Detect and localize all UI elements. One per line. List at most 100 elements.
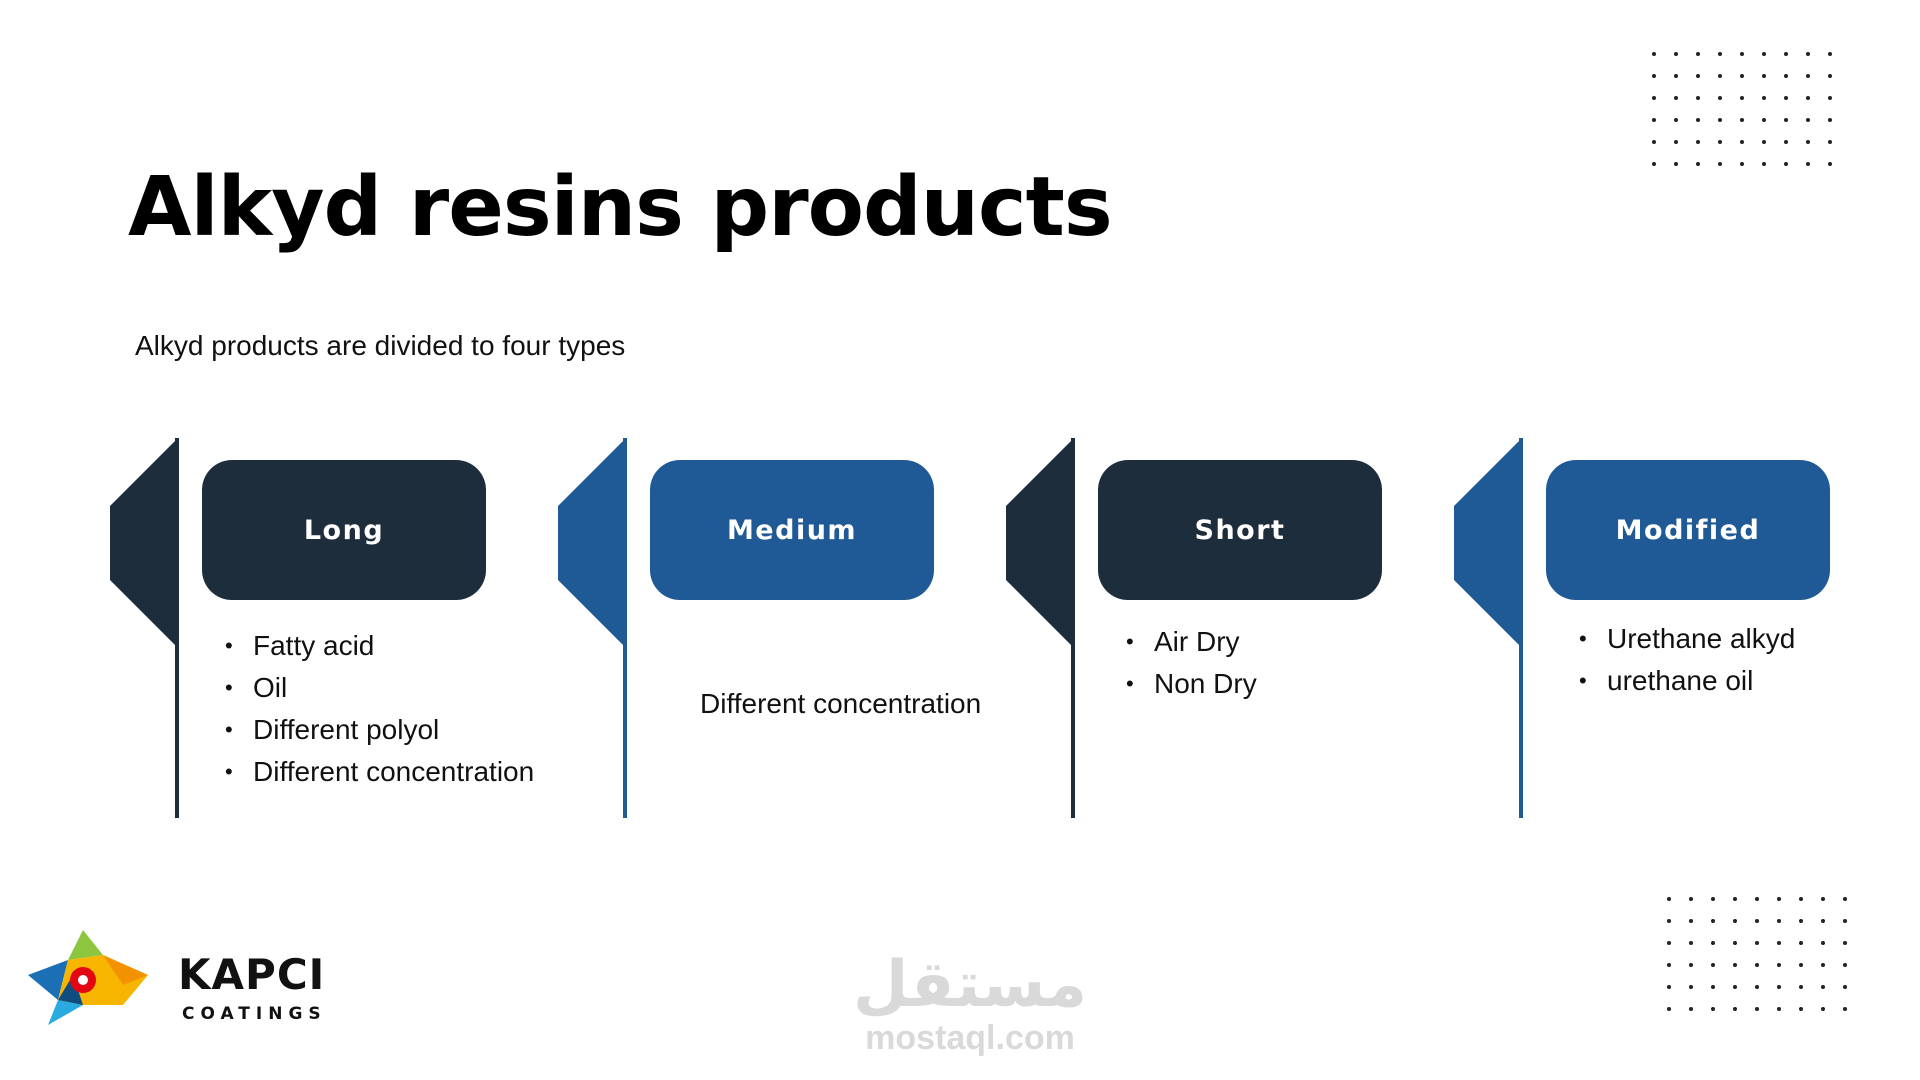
dot [1689,985,1693,989]
dot [1821,985,1825,989]
dot [1696,140,1700,144]
dot [1828,52,1832,56]
dot [1674,96,1678,100]
dot [1806,162,1810,166]
type-card-modified: Modified Urethane alkyd urethane oil [1454,438,1904,818]
list-item: Fatty acid [225,625,534,667]
dot [1696,118,1700,122]
dot [1784,118,1788,122]
dot [1652,52,1656,56]
dot-grid-bottom-right [1667,897,1847,1011]
dot [1667,963,1671,967]
dot [1667,941,1671,945]
dot [1762,74,1766,78]
dot [1784,162,1788,166]
dot [1718,52,1722,56]
dot [1718,140,1722,144]
dot [1762,52,1766,56]
dot [1806,74,1810,78]
list-item: Different concentration [225,751,534,793]
flag-marker [1006,438,1075,818]
dot [1806,52,1810,56]
dot [1733,1007,1737,1011]
type-label-modified: Modified [1546,460,1830,600]
dot [1755,919,1759,923]
dot [1696,74,1700,78]
type-card-medium: Medium Different concentration [558,438,1008,818]
dot [1689,941,1693,945]
watermark: مستقل mostaql.com [850,950,1090,1056]
dot [1821,1007,1825,1011]
dot [1799,941,1803,945]
dot [1711,919,1715,923]
dot [1762,118,1766,122]
dot [1784,96,1788,100]
dot-grid-top-right [1652,52,1832,166]
dot [1674,140,1678,144]
dot [1755,963,1759,967]
dot [1777,919,1781,923]
dot [1828,74,1832,78]
dot [1718,118,1722,122]
dot [1740,74,1744,78]
dot [1652,162,1656,166]
dot [1740,52,1744,56]
dot [1784,52,1788,56]
dot [1799,963,1803,967]
dot [1652,118,1656,122]
page-title: Alkyd resins products [128,160,1113,255]
dot [1821,897,1825,901]
type-label-long: Long [202,460,486,600]
dot [1777,941,1781,945]
type-card-short: Short Air Dry Non Dry [1006,438,1456,818]
dot [1843,963,1847,967]
dot [1828,140,1832,144]
dot [1799,1007,1803,1011]
dot [1821,941,1825,945]
dot [1762,140,1766,144]
dot [1777,985,1781,989]
dot [1652,140,1656,144]
dot [1689,897,1693,901]
dot [1799,919,1803,923]
dot [1733,897,1737,901]
dot [1674,162,1678,166]
dot [1755,985,1759,989]
dot [1667,1007,1671,1011]
list-item: Non Dry [1126,663,1257,705]
dot [1777,897,1781,901]
dot [1828,118,1832,122]
dot [1806,118,1810,122]
dot [1718,162,1722,166]
list-item: Air Dry [1126,621,1257,663]
dot [1799,897,1803,901]
dot [1755,941,1759,945]
type-text-medium: Different concentration [700,688,982,719]
dot [1784,140,1788,144]
dot [1696,96,1700,100]
dot [1762,162,1766,166]
dot [1843,919,1847,923]
dot [1667,985,1671,989]
logo-subtitle: COATINGS [182,1004,327,1024]
dot [1674,118,1678,122]
list-item: Urethane alkyd [1579,618,1795,660]
subtitle: Alkyd products are divided to four types [135,330,626,361]
dot [1777,1007,1781,1011]
flag-marker [558,438,627,818]
dot [1733,985,1737,989]
dot [1843,941,1847,945]
dot [1711,897,1715,901]
dot [1821,963,1825,967]
dot [1755,897,1759,901]
dot [1711,1007,1715,1011]
dot [1674,52,1678,56]
kapci-logo-icon [28,930,148,1025]
watermark-latin: mostaql.com [865,1019,1075,1057]
dot [1806,140,1810,144]
dot [1762,96,1766,100]
dot [1689,1007,1693,1011]
flag-marker [110,438,179,818]
type-label-short: Short [1098,460,1382,600]
dot [1652,74,1656,78]
